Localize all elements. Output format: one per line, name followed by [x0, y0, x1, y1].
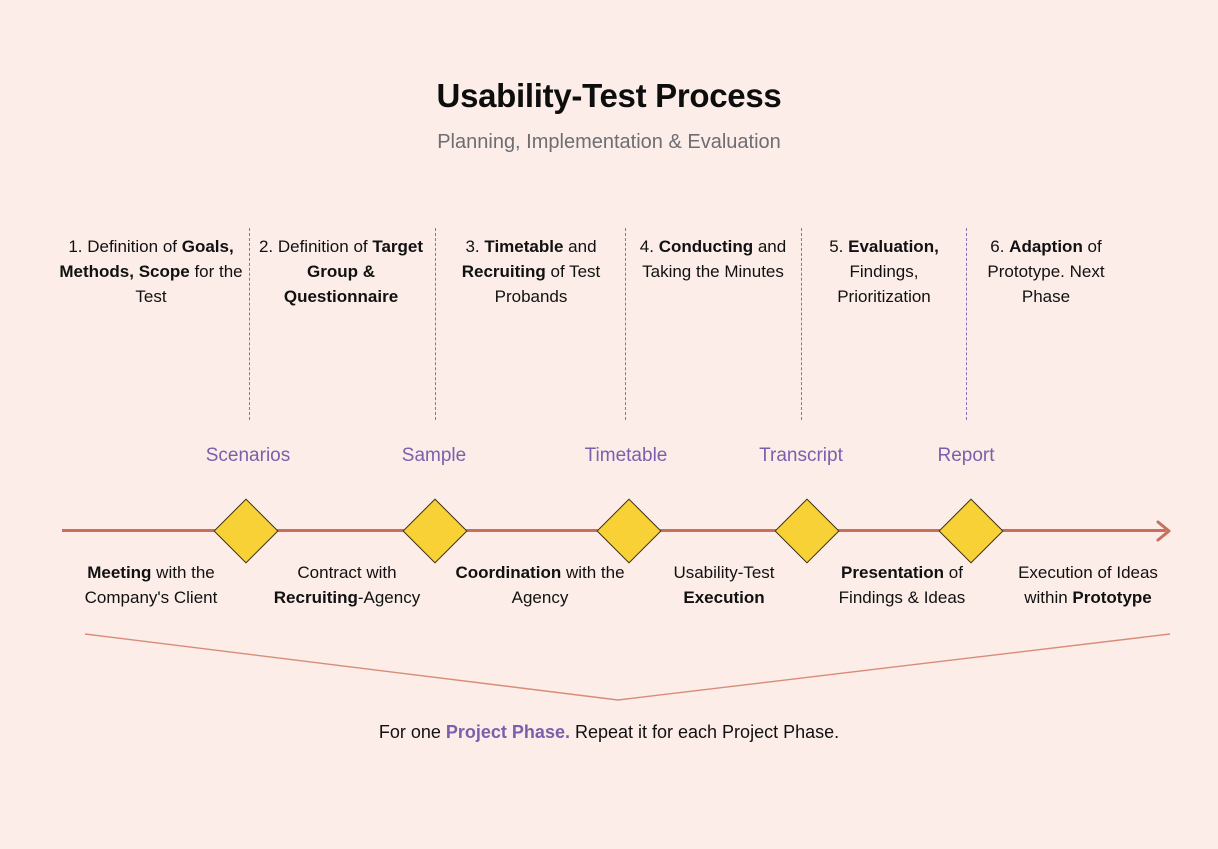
milestone-label-1: Meeting with the Company's Client — [56, 560, 246, 610]
milestone-text-2a: Contract with — [297, 563, 397, 582]
step-text-5c: Findings, Prioritization — [837, 262, 931, 306]
milestone-text-5: of Findings & Ideas — [838, 563, 966, 607]
milestone-text-1: with the Company's Client — [84, 563, 218, 607]
milestone-diamond-4[interactable] — [774, 498, 840, 564]
step-label-3: 3. Timetable and Recruiting of Test Prob… — [440, 234, 622, 309]
footer-accent: Project Phase. — [445, 722, 570, 742]
milestone-emphasis-5: Presentation — [841, 563, 945, 582]
step-text-2a: Definition of — [277, 237, 373, 256]
phase-bracket — [84, 633, 1171, 701]
footer-lead: For one — [378, 722, 446, 742]
milestone-label-3: Coordination with the Agency — [444, 560, 636, 610]
milestone-emphasis-3: Coordination — [455, 563, 562, 582]
footer-tail: Repeat it for each Project Phase. — [569, 722, 840, 742]
step-number-4: 4. — [639, 237, 659, 256]
step-number-3: 3. — [465, 237, 485, 256]
step-label-5: 5. Evaluation, Findings, Prioritization — [806, 234, 962, 309]
milestone-diamond-1[interactable] — [213, 498, 279, 564]
step-text-1c: for the Test — [135, 262, 243, 306]
phase-divider-1 — [249, 228, 250, 420]
milestone-label-4: Usability-Test Execution — [634, 560, 814, 610]
deliverable-label-sample: Sample — [401, 445, 467, 466]
deliverable-label-report: Report — [937, 445, 995, 466]
milestone-text-2b: -Agency — [357, 588, 421, 607]
step-label-6: 6. Adaption of Prototype. Next Phase — [971, 234, 1121, 309]
deliverable-label-timetable: Timetable — [584, 445, 668, 466]
step-emphasis-1: Goals, Methods, Scope — [59, 237, 234, 281]
step-text-1a: Definition of — [87, 237, 182, 256]
milestone-text-6: Execution of Ideas within — [1018, 563, 1158, 607]
phase-divider-3 — [625, 228, 626, 420]
milestone-emphasis-4: Execution — [683, 588, 765, 607]
step-text-4c: and Taking the Minutes — [642, 237, 787, 281]
step-emphasis-3a: Timetable — [484, 237, 564, 256]
step-number-2: 2. — [258, 237, 278, 256]
step-emphasis-2: Target Group & Questionnaire — [283, 237, 424, 306]
step-label-4: 4. Conducting and Taking the Minutes — [630, 234, 796, 284]
phase-divider-5 — [966, 228, 967, 420]
step-label-2: 2. Definition of Target Group & Question… — [252, 234, 430, 309]
step-number-5: 5. — [829, 237, 849, 256]
phase-divider-2 — [435, 228, 436, 420]
step-label-1: 1. Definition of Goals, Methods, Scope f… — [56, 234, 246, 309]
milestone-text-3: with the Agency — [511, 563, 625, 607]
milestone-emphasis-2: Recruiting — [273, 588, 358, 607]
milestone-emphasis-1: Meeting — [87, 563, 152, 582]
milestone-emphasis-6: Prototype — [1072, 588, 1152, 607]
page-subtitle: Planning, Implementation & Evaluation — [437, 130, 781, 153]
milestone-diamond-3[interactable] — [596, 498, 662, 564]
step-emphasis-3b: Recruiting — [461, 262, 546, 281]
step-emphasis-6: Adaption — [1009, 237, 1083, 256]
header: Usability-Test Process Planning, Impleme… — [0, 76, 1218, 154]
timeline-arrow-icon — [1156, 520, 1171, 542]
milestone-label-2: Contract with Recruiting-Agency — [252, 560, 442, 610]
milestone-text-4: Usability-Test — [673, 563, 775, 582]
step-text-6c: of Prototype. Next Phase — [987, 237, 1105, 306]
milestone-diamond-5[interactable] — [938, 498, 1004, 564]
milestone-label-6: Execution of Ideas within Prototype — [995, 560, 1181, 610]
step-emphasis-4: Conducting — [658, 237, 754, 256]
page-title: Usability-Test Process — [436, 77, 782, 114]
step-emphasis-5: Evaluation, — [848, 237, 939, 256]
step-text-3e: of Test Probands — [494, 262, 601, 306]
deliverable-label-transcript: Transcript — [759, 445, 843, 466]
milestone-label-5: Presentation of Findings & Ideas — [812, 560, 992, 610]
milestone-diamond-2[interactable] — [402, 498, 468, 564]
step-number-1: 1. — [68, 237, 88, 256]
footer-note: For one Project Phase. Repeat it for eac… — [0, 720, 1218, 745]
deliverable-label-scenarios: Scenarios — [205, 445, 291, 466]
step-number-6: 6. — [990, 237, 1010, 256]
phase-divider-4 — [801, 228, 802, 420]
step-text-3c: and — [563, 237, 597, 256]
